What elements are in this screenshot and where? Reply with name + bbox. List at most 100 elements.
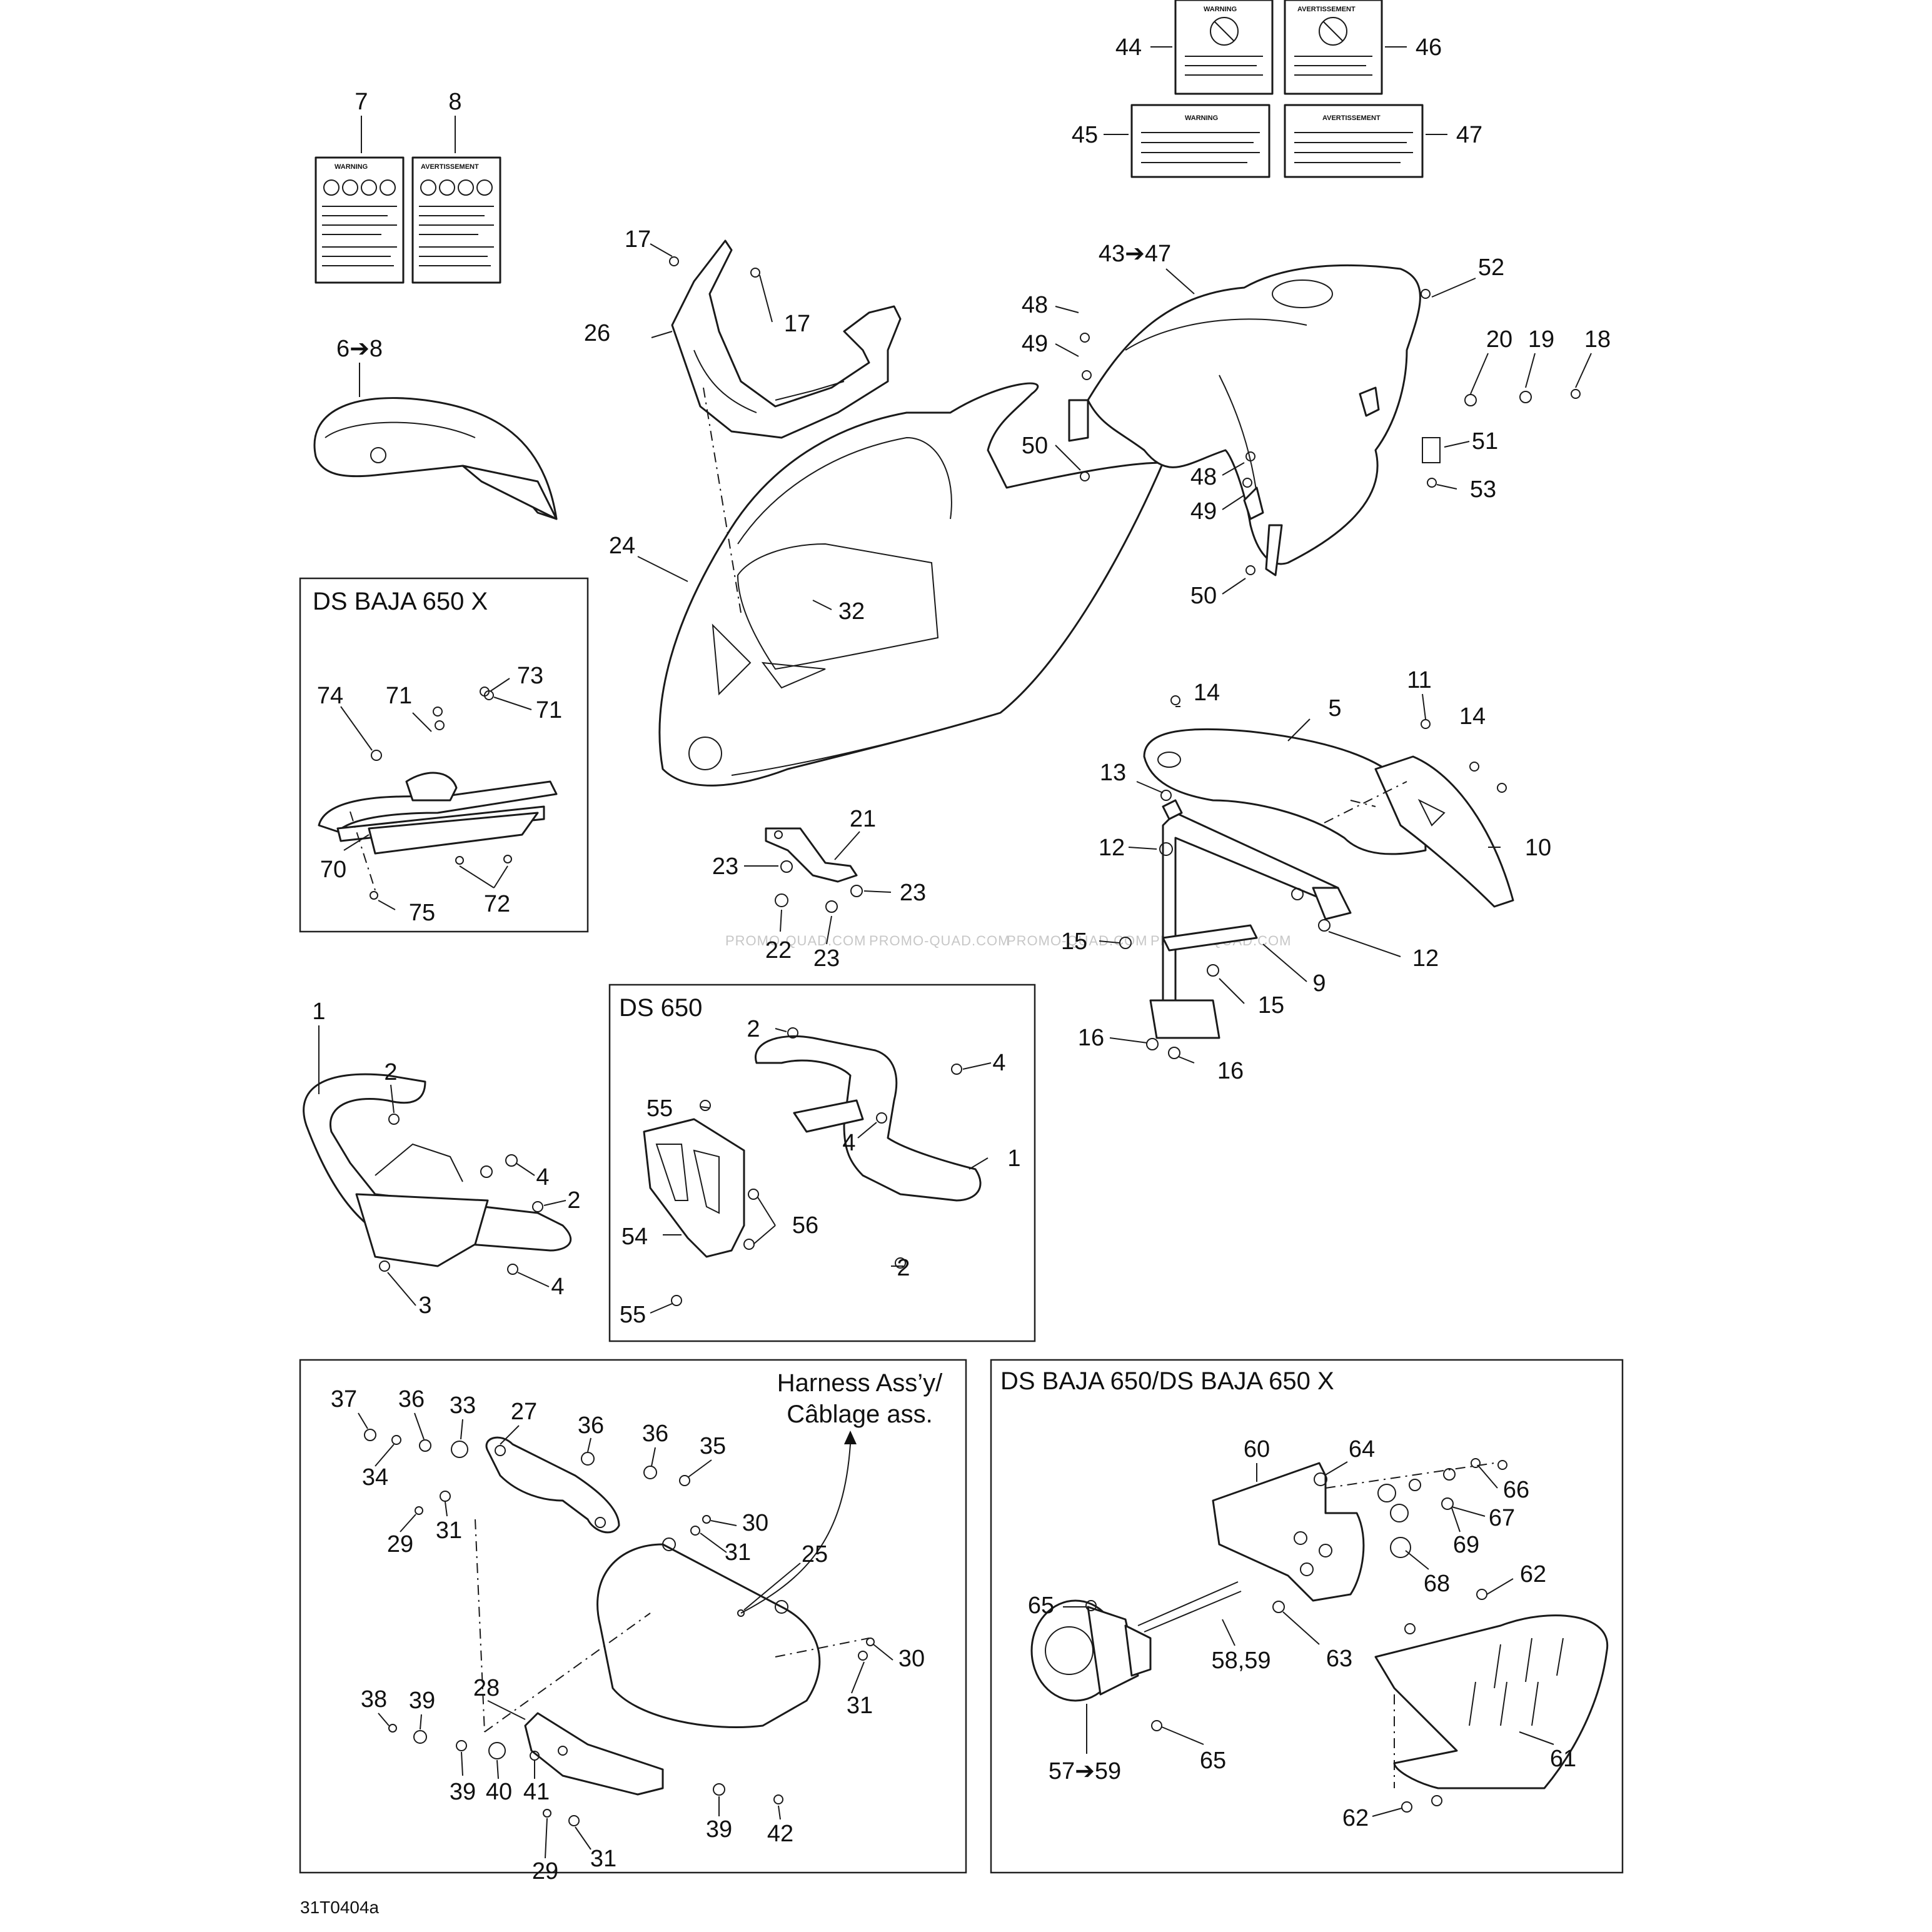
part-label: 33 [450, 1392, 476, 1419]
part-label: 13 [1100, 760, 1126, 786]
part-label: 18 [1584, 326, 1611, 353]
part-label: 61 [1550, 1746, 1576, 1772]
box-title-ds650: DS 650 [619, 994, 702, 1022]
part-label: 14 [1194, 680, 1220, 706]
part-label: 15 [1061, 928, 1087, 955]
mudflap-10 [1374, 755, 1514, 908]
part-label: 17 [784, 311, 810, 337]
part-label: 14 [1459, 703, 1486, 730]
part-label: 4 [992, 1050, 1005, 1076]
decal-7: WARNING [314, 156, 405, 284]
part-label: 38 [361, 1686, 387, 1713]
bracket-21 [765, 827, 858, 883]
front-fascia-26 [671, 239, 902, 439]
part-label: 55 [620, 1302, 646, 1328]
part-label: 6➔8 [336, 336, 383, 362]
part-label: 60 [1244, 1436, 1270, 1462]
front-bumper-ds650 [755, 1035, 982, 1202]
harness-note-line-2: Câblage ass. [787, 1401, 932, 1428]
part-label: 10 [1525, 835, 1551, 861]
part-label: 67 [1489, 1505, 1515, 1531]
decal-44: WARNING [1174, 0, 1274, 95]
part-label: 36 [578, 1412, 604, 1439]
part-label: 54 [621, 1224, 648, 1250]
part-label: 50 [1190, 583, 1217, 609]
part-label: 37 [331, 1386, 357, 1412]
part-label: 31 [590, 1846, 616, 1872]
part-label: 31 [725, 1539, 751, 1566]
part-label: 28 [473, 1675, 500, 1701]
part-label: 27 [511, 1399, 537, 1425]
part-label: 49 [1022, 331, 1048, 357]
part-label: 70 [320, 857, 346, 883]
part-label: 69 [1453, 1532, 1479, 1558]
part-label: 26 [584, 320, 610, 346]
part-label: 74 [317, 683, 343, 709]
frame-ds-baja-650-both [990, 1359, 1624, 1874]
part-label: 57➔59 [1049, 1758, 1121, 1784]
decal-45: WARNING [1130, 104, 1270, 178]
part-label: 36 [398, 1386, 425, 1412]
decal-46: AVERTISSEMENT [1284, 0, 1383, 95]
part-label: 45 [1072, 122, 1098, 148]
part-label: 2 [747, 1016, 760, 1042]
part-label: 56 [792, 1212, 818, 1239]
part-label: 31 [436, 1517, 462, 1544]
assembly-lines [350, 387, 1495, 1788]
part-label: 43➔47 [1099, 241, 1171, 267]
part-label: 19 [1528, 326, 1554, 353]
headlight-housing-25 [596, 1537, 821, 1728]
part-label: 66 [1503, 1477, 1529, 1503]
part-label: 35 [700, 1433, 726, 1459]
decal-47: AVERTISSEMENT [1284, 104, 1424, 178]
frame-ds-650 [608, 984, 1036, 1342]
part-label: 32 [838, 598, 865, 625]
seat [313, 397, 558, 520]
svg-text:WARNING: WARNING [1204, 6, 1237, 13]
part-label: 65 [1028, 1592, 1054, 1619]
part-label: 2 [384, 1059, 397, 1085]
part-label: 1 [1007, 1145, 1020, 1172]
svg-text:AVERTISSEMENT: AVERTISSEMENT [1322, 114, 1381, 122]
box-title-baja-x: DS BAJA 650 X [313, 588, 488, 615]
part-label: 48 [1190, 464, 1217, 490]
part-label: 29 [387, 1531, 413, 1557]
part-label: 20 [1486, 326, 1512, 353]
part-label: 29 [532, 1858, 558, 1884]
part-label: 16 [1078, 1025, 1104, 1051]
frame-harness [299, 1359, 967, 1874]
part-label: 7 [355, 89, 368, 115]
part-label: 8 [448, 89, 461, 115]
part-label: 2 [567, 1187, 580, 1214]
front-bumper-1 [303, 1073, 572, 1267]
svg-text:AVERTISSEMENT: AVERTISSEMENT [1297, 6, 1356, 13]
front-hood-24 [658, 382, 1164, 787]
part-label: 12 [1412, 945, 1439, 972]
part-label: 39 [706, 1816, 732, 1843]
harness-arrow-head [844, 1431, 857, 1444]
part-label: 55 [647, 1095, 673, 1122]
part-label: 5 [1328, 695, 1341, 722]
part-label: 1 [312, 999, 325, 1025]
part-label: 12 [1099, 835, 1125, 861]
part-label: 30 [742, 1510, 768, 1536]
bracket-60 [1212, 1462, 1365, 1602]
part-label: 48 [1022, 292, 1048, 318]
part-label: 23 [813, 945, 840, 972]
auxiliary-light-57 [1030, 1581, 1242, 1702]
part-label: 39 [450, 1779, 476, 1805]
part-label: 46 [1416, 34, 1442, 61]
svg-text:WARNING: WARNING [335, 163, 368, 171]
part-label: 36 [642, 1421, 668, 1447]
part-labels: 7 8 6➔8 17 17 26 24 32 44 46 45 47 43➔47… [312, 34, 1611, 1884]
part-label: 3 [418, 1292, 431, 1319]
part-label: 73 [517, 663, 543, 689]
harness-note-line-1: Harness Ass’y/ [777, 1369, 943, 1397]
part-label: 50 [1022, 433, 1048, 459]
part-label: 58,59 [1211, 1648, 1270, 1674]
svg-text:PROMO-QUAD.COM: PROMO-QUAD.COM [869, 933, 1010, 948]
part-label: 49 [1190, 498, 1217, 525]
part-label: 72 [484, 891, 510, 917]
part-label: 71 [386, 683, 412, 709]
